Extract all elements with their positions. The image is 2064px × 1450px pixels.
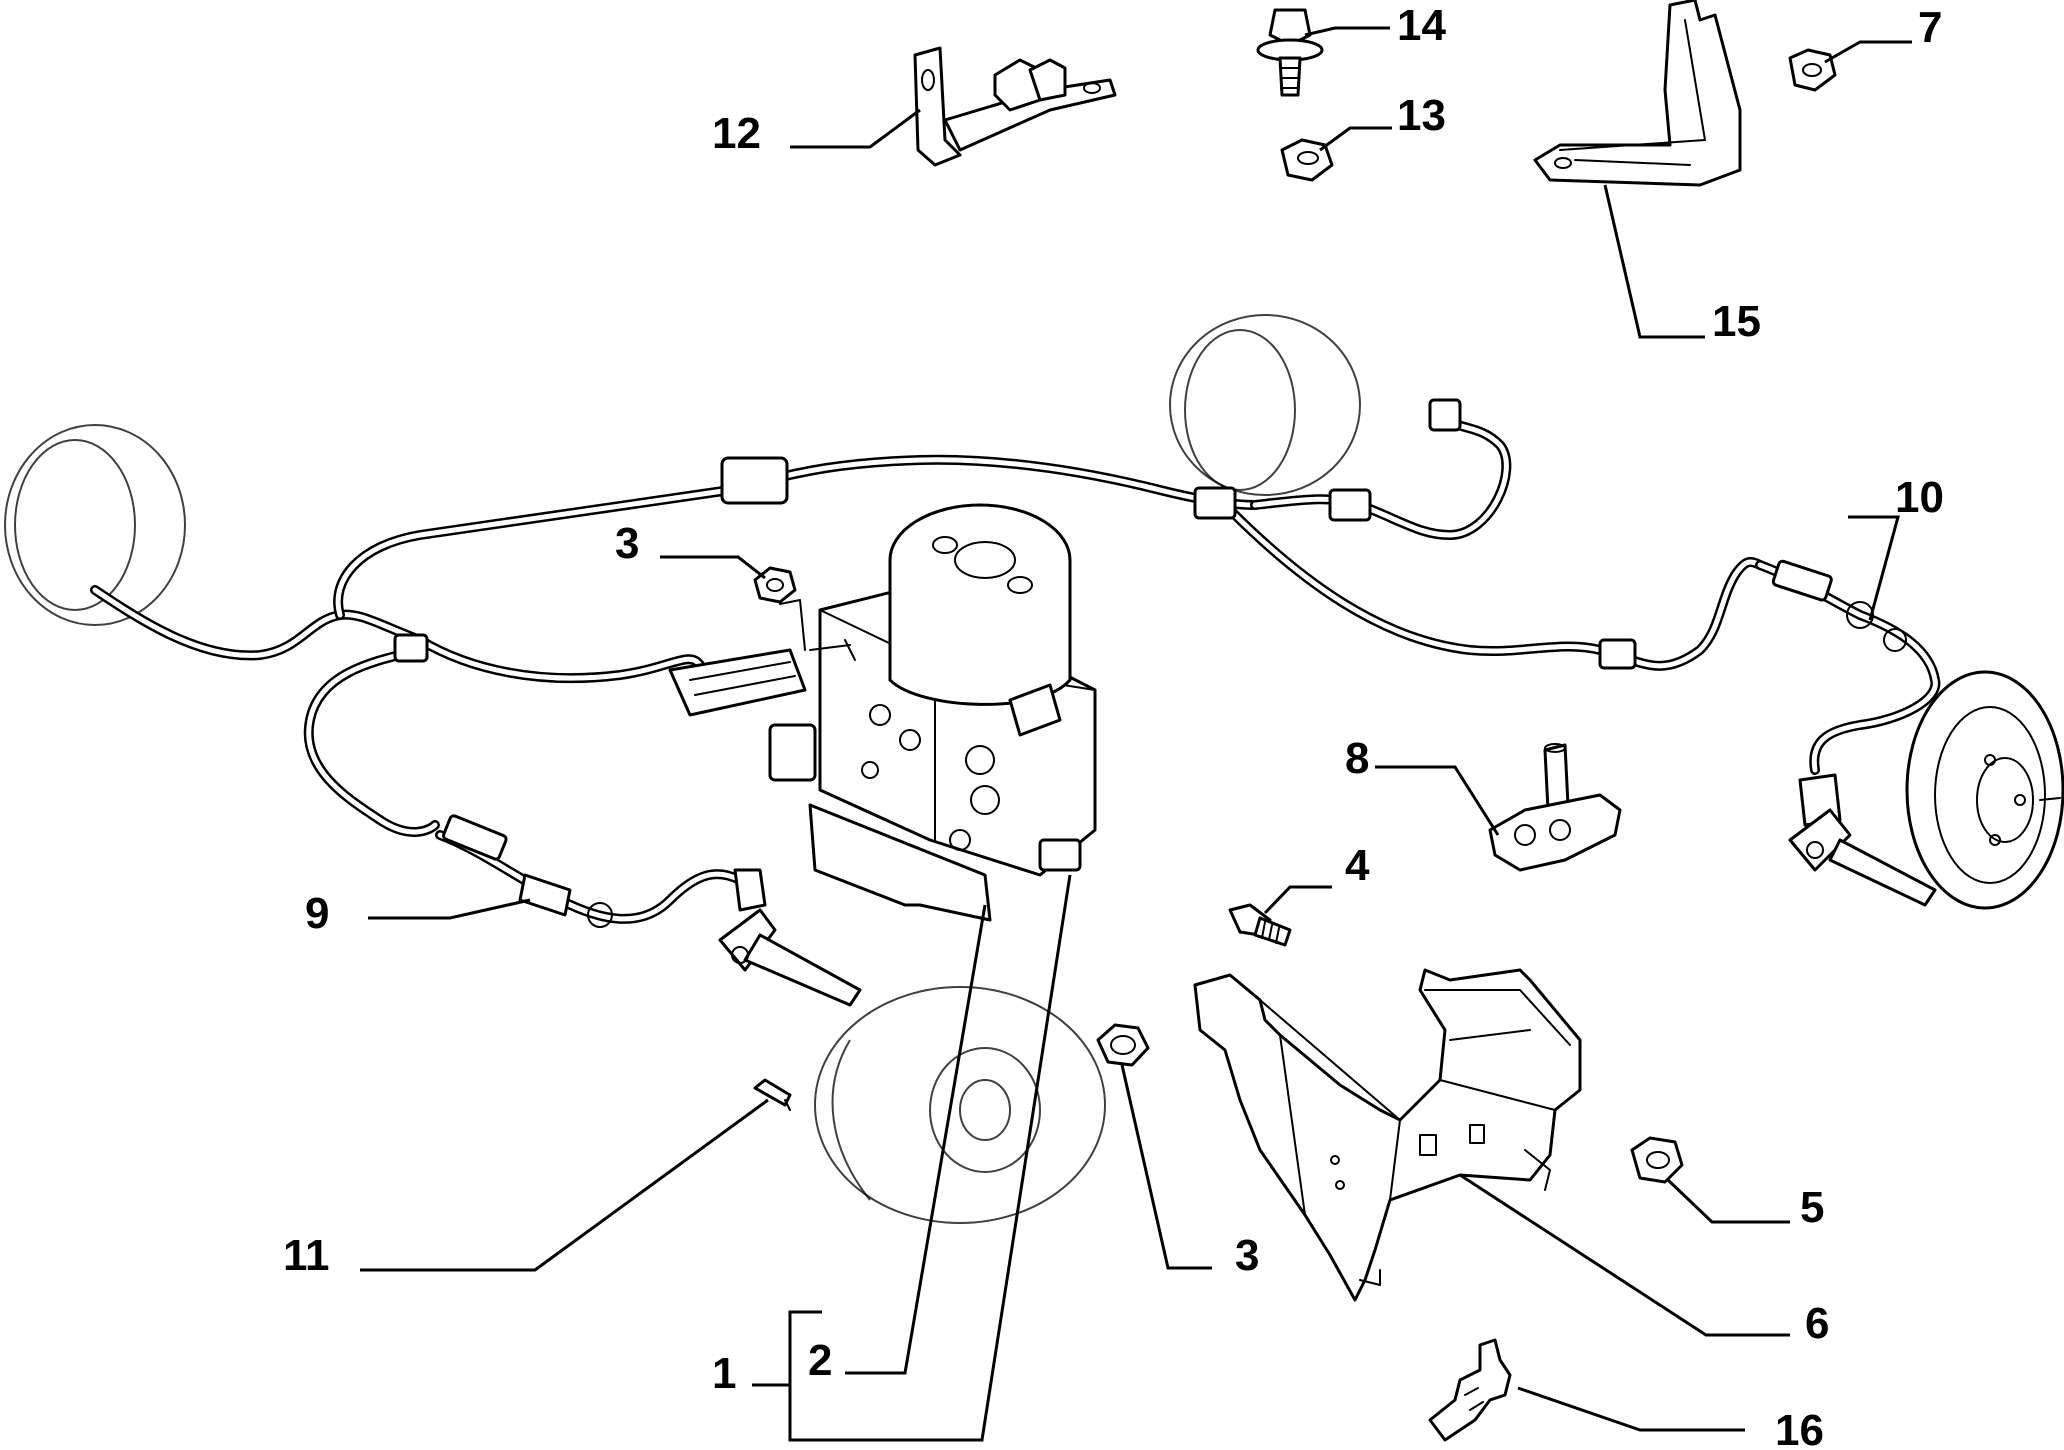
callout-1: 1 — [712, 1349, 736, 1398]
leader-1-bracket — [788, 874, 1072, 1442]
rear-wheel-speed-sensor — [1755, 559, 1941, 907]
leader-16 — [1517, 1386, 1745, 1432]
abs-hydraulic-unit — [668, 503, 1097, 922]
callout-2: 2 — [808, 1336, 832, 1385]
leader-10 — [1848, 515, 1900, 621]
nut-5 — [1630, 1136, 1684, 1184]
leader-5 — [1666, 1178, 1790, 1224]
callout-13: 13 — [1397, 91, 1446, 140]
rear-brake-drum — [1905, 670, 2064, 910]
callout-3-upper: 3 — [615, 519, 639, 568]
leader-3-upper — [660, 555, 766, 580]
leader-11 — [360, 1098, 769, 1272]
threaded-stud — [1228, 903, 1292, 947]
bracket-with-clips — [913, 46, 1117, 167]
leader-8 — [1375, 765, 1500, 836]
clip-16 — [1428, 1338, 1512, 1442]
leader-2 — [845, 904, 987, 1375]
callout-16: 16 — [1775, 1406, 1824, 1450]
screw-11 — [753, 1078, 792, 1111]
leader-12 — [790, 108, 921, 149]
nut-7 — [1788, 48, 1837, 92]
leader-7 — [1824, 40, 1912, 64]
leader-13 — [1319, 126, 1392, 152]
ghost-brake-drum-front-left — [4, 424, 186, 626]
callout-10: 10 — [1895, 473, 1944, 522]
ghost-brake-disc-front-bottom — [814, 986, 1106, 1224]
callout-15: 15 — [1712, 297, 1761, 346]
nut-upper — [753, 566, 806, 651]
ghost-brake-drum-rear-top — [1169, 314, 1361, 496]
wiring-harness — [90, 398, 1765, 837]
leader-3-lower — [1120, 1064, 1212, 1270]
callout-labels: 12 14 13 15 7 3 10 8 4 9 11 3 5 6 2 1 16 — [283, 1, 1944, 1450]
callout-11: 11 — [283, 1231, 330, 1280]
callout-12: 12 — [712, 109, 761, 158]
callout-3-lower: 3 — [1235, 1231, 1259, 1280]
leader-4 — [1263, 885, 1332, 915]
leader-15 — [1603, 184, 1705, 339]
callout-7: 7 — [1918, 3, 1942, 52]
callout-4: 4 — [1345, 841, 1370, 890]
nut-lower — [1096, 1023, 1150, 1067]
leader-9 — [368, 898, 531, 920]
callout-14: 14 — [1397, 1, 1446, 50]
leader-lines — [360, 26, 1912, 1442]
front-wheel-speed-sensor — [435, 814, 862, 1007]
callout-5: 5 — [1800, 1183, 1824, 1232]
abs-support-bracket — [1193, 968, 1582, 1302]
pipe-clip-holder — [1488, 743, 1622, 872]
nut-13 — [1280, 138, 1334, 182]
callout-6: 6 — [1805, 1299, 1829, 1348]
callout-9: 9 — [305, 889, 329, 938]
leader-14 — [1304, 26, 1390, 37]
callout-8: 8 — [1345, 734, 1369, 783]
bolt-with-washer — [1256, 8, 1324, 97]
l-bracket — [1533, 0, 1742, 187]
leader-6 — [1459, 1173, 1790, 1337]
